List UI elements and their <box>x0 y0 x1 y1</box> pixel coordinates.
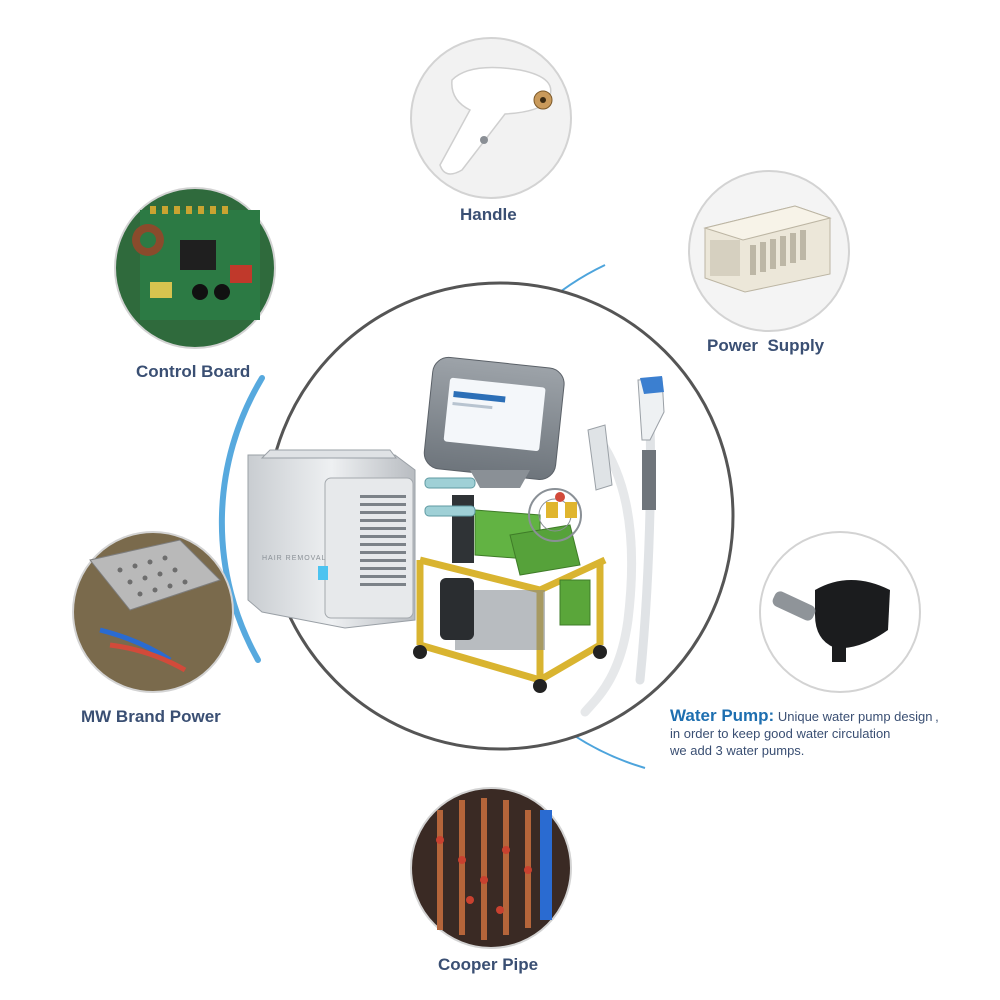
mw-brand-power-thumbnail <box>72 531 234 693</box>
outer-arc-left <box>218 375 265 663</box>
water-pump-line-3: we add 3 water pumps. <box>670 743 805 758</box>
water-pump-line-1: Unique water pump design , <box>777 709 939 724</box>
handle-thumbnail <box>410 37 572 199</box>
cooper-pipe-thumbnail <box>410 787 572 949</box>
mw-brand-power-label: MW Brand Power <box>81 707 221 726</box>
power-supply-label: Power Supply <box>707 336 825 355</box>
power-supply-thumbnail <box>688 170 850 332</box>
cooper-pipe-label: Cooper Pipe <box>438 955 539 974</box>
machine-side-text: HAIR REMOVAL <box>262 555 326 562</box>
control-board-label: Control Board <box>136 362 251 381</box>
laser-machine: HAIR REMOVAL <box>247 356 665 717</box>
handle-label: Handle <box>460 205 517 224</box>
water-pump-description: Water Pump: Unique water pump design , i… <box>670 707 990 759</box>
water-pump-thumbnail <box>759 531 921 693</box>
water-pump-title: Water Pump: <box>670 706 775 725</box>
water-pump-line-2: in order to keep good water circulation <box>670 726 891 741</box>
control-board-thumbnail <box>114 187 276 349</box>
